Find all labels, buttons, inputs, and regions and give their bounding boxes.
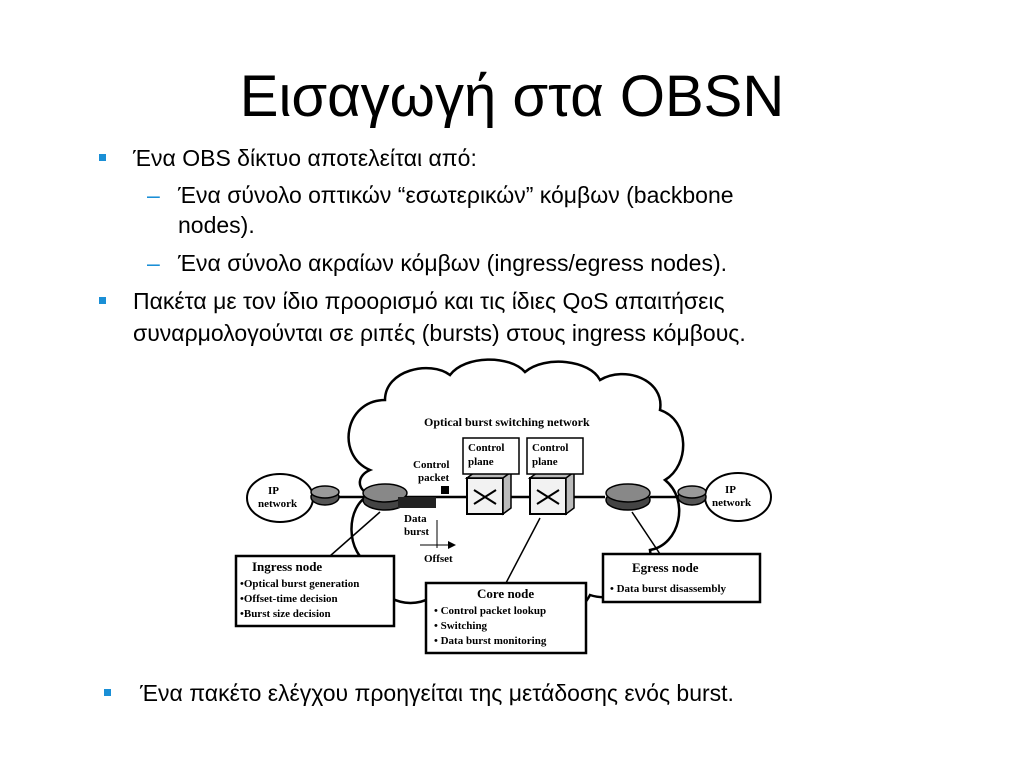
bullet-packets-line1: Πακέτα με τον ίδιο προορισμό και τις ίδι… <box>133 288 725 314</box>
data-burst-marker <box>398 497 436 508</box>
bullet-square-icon <box>99 297 106 304</box>
offset-label: Offset <box>424 553 453 565</box>
sub-bullet-backbone-line1: Ένα σύνολο οπτικών “εσωτερικών” κόμβων (… <box>178 182 734 208</box>
obs-network-label: Optical burst switching network <box>424 415 590 429</box>
bullet-packets-line2: συναρμολογούνται σε ριπές (bursts) στους… <box>133 320 746 346</box>
ip-network-right-label-b: network <box>712 497 752 509</box>
data-burst-label-a: Data <box>404 513 427 525</box>
ip-network-right-label-a: IP <box>725 484 736 496</box>
core-item-2: • Switching <box>434 620 488 632</box>
egress-node-title: Egress node <box>632 560 699 575</box>
ip-router-left-icon <box>310 485 340 506</box>
core-item-1: • Control packet lookup <box>434 605 546 617</box>
bullet-control-packet: Ένα πακέτο ελέγχου προηγείται της μετάδο… <box>140 680 734 706</box>
control-plane-label-1a: Control <box>468 442 504 454</box>
bullet-square-icon <box>99 154 106 161</box>
sub-bullet-dash-icon: – <box>147 250 160 276</box>
control-plane-label-2a: Control <box>532 442 568 454</box>
bullet-square-icon <box>104 689 111 696</box>
ingress-router-icon <box>362 483 408 511</box>
control-plane-label-2b: plane <box>532 456 558 468</box>
egress-item-1: • Data burst disassembly <box>610 583 727 595</box>
core-node-box <box>424 581 588 655</box>
control-plane-box-1 <box>462 437 520 475</box>
ingress-item-2: •Offset-time decision <box>240 593 338 605</box>
ip-router-right-icon <box>677 485 707 506</box>
core-node-title: Core node <box>477 586 534 601</box>
sub-bullet-backbone-line2: nodes). <box>178 212 255 238</box>
data-burst-label-b: burst <box>404 526 429 538</box>
core-switch-1-icon <box>464 470 514 516</box>
ingress-node-title: Ingress node <box>252 559 322 574</box>
core-switch-2-icon <box>527 470 577 516</box>
control-packet-marker <box>441 486 449 494</box>
control-packet-label-a: Control <box>413 459 449 471</box>
ingress-item-1: •Optical burst generation <box>240 578 359 590</box>
control-plane-label-1b: plane <box>468 456 494 468</box>
ingress-node-box <box>234 554 396 628</box>
control-plane-box-2 <box>526 437 584 475</box>
egress-router-icon <box>605 483 651 511</box>
control-packet-label-b: packet <box>418 472 450 484</box>
slide-title: Εισαγωγή στα OBSN <box>239 64 785 129</box>
sub-bullet-edge-nodes: Ένα σύνολο ακραίων κόμβων (ingress/egres… <box>178 250 727 276</box>
ingress-item-3: •Burst size decision <box>240 608 331 620</box>
core-item-3: • Data burst monitoring <box>434 635 547 647</box>
ip-network-left-label-b: network <box>258 498 298 510</box>
egress-node-box <box>601 552 762 604</box>
sub-bullet-dash-icon: – <box>147 182 160 208</box>
bullet-obs-network: Ένα OBS δίκτυο αποτελείται από: <box>133 145 477 171</box>
ip-network-left-label-a: IP <box>268 485 279 497</box>
